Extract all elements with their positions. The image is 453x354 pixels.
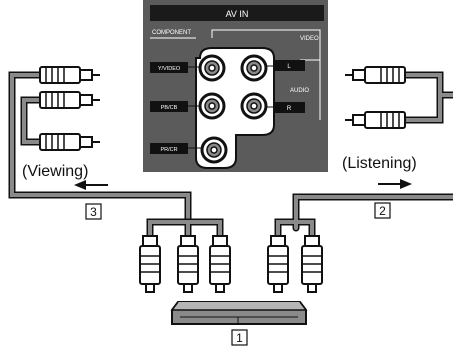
audio-cable-group [274, 71, 453, 240]
vertical-plug[interactable] [177, 235, 199, 293]
audio-plugs-right [345, 66, 406, 129]
plug-y-video[interactable] [39, 66, 100, 84]
component-label: COMPONENT [152, 30, 191, 36]
video-cable-branch [22, 98, 42, 144]
jack-audio-right[interactable] [240, 92, 268, 120]
video-cable-group [8, 71, 224, 240]
plug-pb-cb[interactable] [39, 91, 100, 109]
svg-text:R: R [287, 106, 292, 112]
plug-audio-right[interactable] [345, 111, 406, 129]
jack-pr-cr[interactable] [200, 136, 228, 164]
vertical-plug[interactable] [139, 235, 161, 293]
audio-label: AUDIO [290, 88, 309, 94]
listening-arrow-icon [378, 179, 412, 189]
video-cable-main [10, 73, 190, 230]
panel-title: AV IN [226, 9, 249, 19]
jack-label-pr-cr: PR/CR [150, 143, 188, 154]
callout-device: 1 [231, 329, 248, 346]
viewing-arrow-icon [74, 180, 108, 190]
svg-text:1: 1 [236, 331, 243, 345]
video-label: VIDEO [300, 36, 319, 42]
jack-audio-left[interactable] [240, 54, 268, 82]
viewing-caption: (Viewing) [22, 163, 88, 180]
vertical-plug[interactable] [209, 235, 231, 293]
svg-text:3: 3 [90, 205, 97, 219]
jack-label-y-video: Y/VIDEO [150, 62, 188, 73]
svg-text:PB/CB: PB/CB [161, 105, 178, 111]
audio-cable-main [294, 195, 453, 230]
svg-text:Y/VIDEO: Y/VIDEO [158, 66, 181, 72]
svg-text:PR/CR: PR/CR [160, 147, 177, 153]
audio-plugs-bottom [267, 235, 323, 293]
listening-caption: (Listening) [342, 155, 417, 172]
jack-label-left: L [273, 60, 305, 71]
svg-text:L: L [287, 64, 291, 70]
vertical-plug[interactable] [301, 235, 323, 293]
jack-label-right: R [273, 102, 305, 113]
vertical-plug[interactable] [267, 235, 289, 293]
jack-pb-cb[interactable] [198, 92, 226, 120]
plug-audio-left[interactable] [345, 66, 406, 84]
video-plugs-bottom [139, 235, 231, 293]
svg-text:2: 2 [379, 204, 386, 218]
jack-y-video[interactable] [198, 54, 226, 82]
video-plugs-left [39, 66, 100, 151]
callout-video-cable: 3 [85, 203, 102, 220]
jack-label-pb-cb: PB/CB [150, 101, 188, 112]
plug-pr-cr[interactable] [39, 133, 100, 151]
callout-audio-cable: 2 [374, 202, 391, 219]
av-in-panel: AV IN COMPONENT VIDEO AUDIO Y/VIDEO PB/C… [143, 0, 328, 172]
audio-cable-top [403, 73, 442, 122]
device-icon [170, 301, 308, 325]
panel-header [150, 5, 324, 21]
